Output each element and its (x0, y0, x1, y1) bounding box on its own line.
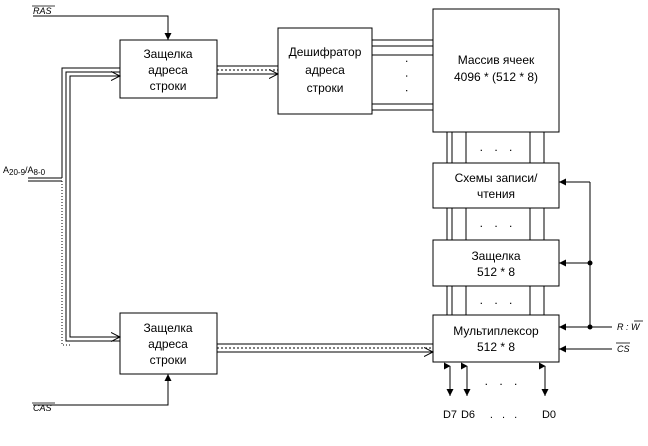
row-latch-top-line3: строки (150, 79, 187, 93)
ras-signal-label: RAS (33, 6, 52, 16)
row-latch-bottom-line2: адреса (148, 337, 188, 351)
decoder-line2: адреса (305, 63, 345, 77)
svg-text:A20-9/A8-0: A20-9/A8-0 (3, 165, 46, 177)
column-bus-array-to-rw (446, 132, 545, 163)
pin-d6-label: D6 (461, 409, 475, 421)
rw-control-wires (559, 178, 612, 331)
bus-latch-to-decoder (217, 65, 278, 74)
decoder-block (277, 27, 373, 115)
cell-array-block (432, 8, 560, 133)
pins-ellipsis: . . . (490, 409, 520, 421)
latch-512-line1: Защелка (471, 249, 520, 263)
address-bus-label: A20-9/A8-0 (3, 165, 46, 177)
latch-512-line2: 512 * 8 (477, 265, 515, 279)
address-bus-to-bottom-latch (61, 181, 120, 346)
rw-circuits-line1: Схемы записи/ (455, 171, 538, 185)
rw-signal-label: R : W (617, 322, 641, 332)
decoder-line1: Дешифратор (289, 45, 362, 59)
decoder-array-ellipsis: . . . (403, 60, 417, 97)
row-latch-top-line1: Защелка (143, 47, 192, 61)
cas-wire (33, 374, 172, 406)
column-bus-rw-to-latch (446, 208, 545, 240)
bus-bottom-latch-to-mux (217, 343, 433, 352)
decoder-line3: строки (307, 81, 344, 95)
rw-circuits-block (432, 162, 560, 209)
ras-wire (33, 15, 172, 40)
multiplexer-line1: Мультиплексор (453, 324, 539, 338)
multiplexer-block (432, 314, 560, 363)
rw-circuits-line2: чтения (477, 187, 515, 201)
row-latch-top-line2: адреса (148, 63, 188, 77)
cs-signal-label: CS (617, 344, 630, 354)
latch-mux-ellipsis: . . . (480, 293, 517, 307)
multiplexer-line2: 512 * 8 (477, 340, 515, 354)
row-latch-bottom-line1: Защелка (143, 321, 192, 335)
bus-decoder-to-array (372, 39, 433, 111)
row-latch-bottom-line3: строки (150, 353, 187, 367)
row-latch-bottom-block (119, 312, 218, 375)
rw-latch-ellipsis: . . . (480, 216, 517, 230)
data-lines-ellipsis: . . . (485, 374, 522, 388)
address-bus-to-top-latch (61, 67, 120, 181)
pin-d7-label: D7 (443, 409, 457, 421)
pin-d0-label: D0 (542, 409, 556, 421)
column-bus-latch-to-mux (446, 286, 545, 315)
cas-signal-label: CAS (33, 403, 52, 413)
row-latch-top-block (119, 39, 218, 99)
cell-array-line1: Массив ячеек (458, 53, 535, 67)
array-rw-ellipsis: . . . (480, 140, 517, 154)
cell-array-line2: 4096 * (512 * 8) (454, 70, 538, 84)
latch-512-block (432, 239, 560, 287)
